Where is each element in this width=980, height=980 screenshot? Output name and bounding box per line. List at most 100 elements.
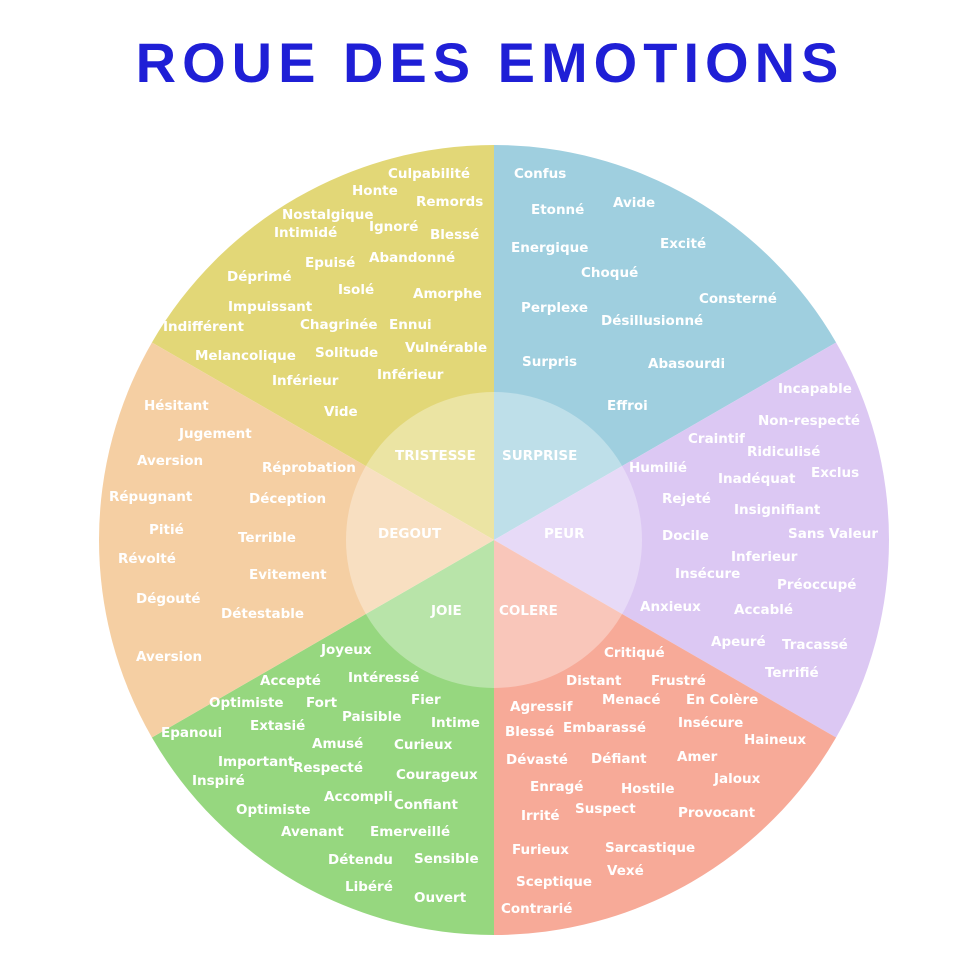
emotion-word-tristesse: Vide <box>324 404 358 420</box>
emotion-word-colere: Distant <box>566 673 622 689</box>
emotion-word-joie: Avenant <box>281 824 344 840</box>
emotion-word-surprise: Surpris <box>522 354 577 370</box>
emotion-word-surprise: Confus <box>514 166 566 182</box>
emotion-word-colere: Blessé <box>505 724 554 740</box>
sector-colere <box>494 540 837 935</box>
emotion-word-joie: Curieux <box>394 737 453 753</box>
emotion-word-tristesse: Inférieur <box>377 367 444 383</box>
emotion-word-tristesse: Déprimé <box>227 269 292 285</box>
emotion-word-colere: Jaloux <box>713 771 761 787</box>
emotion-word-tristesse: Indifférent <box>163 319 244 335</box>
emotion-word-joie: Important <box>218 754 295 770</box>
emotion-word-colere: Irrité <box>521 808 560 824</box>
emotion-word-tristesse: Melancolique <box>195 348 296 364</box>
emotion-word-joie: Intéressé <box>348 670 419 686</box>
emotion-word-surprise: Excité <box>660 236 706 252</box>
emotion-word-degout: Aversion <box>137 453 203 469</box>
emotion-word-tristesse: Chagrinée <box>300 317 378 333</box>
core-emotion-surprise: SURPRISE <box>502 448 577 464</box>
emotion-word-joie: Détendu <box>328 852 393 868</box>
emotion-word-surprise: Perplexe <box>521 300 588 316</box>
emotion-word-surprise: Etonné <box>531 202 584 218</box>
emotion-word-colere: Frustré <box>651 673 706 689</box>
page-title: ROUE DES EMOTIONS <box>135 31 845 94</box>
emotion-word-tristesse: Blessé <box>430 227 479 243</box>
emotion-word-colere: Haineux <box>744 732 806 748</box>
emotion-word-colere: Suspect <box>575 801 636 817</box>
emotion-word-tristesse: Epuisé <box>305 255 355 271</box>
emotion-word-tristesse: Ignoré <box>369 219 418 235</box>
emotion-word-colere: Critiqué <box>604 645 665 661</box>
emotion-word-joie: Optimiste <box>236 802 311 818</box>
emotion-word-degout: Dégouté <box>136 591 201 607</box>
sectors-layer <box>99 145 889 935</box>
emotion-word-surprise: Effroi <box>607 398 648 414</box>
emotion-word-degout: Hésitant <box>144 398 209 414</box>
emotion-word-joie: Optimiste <box>209 695 284 711</box>
core-emotion-colere: COLERE <box>499 603 558 619</box>
emotion-word-joie: Ouvert <box>414 890 467 906</box>
emotion-word-joie: Sensible <box>414 851 479 867</box>
emotion-word-peur: Rejeté <box>662 491 711 507</box>
emotion-word-surprise: Choqué <box>581 265 638 281</box>
emotion-word-colere: Agressif <box>510 699 573 715</box>
emotion-word-peur: Exclus <box>811 465 859 481</box>
emotion-word-peur: Tracassé <box>782 637 848 653</box>
emotion-word-colere: Contrarié <box>501 901 572 917</box>
emotion-word-colere: Défiant <box>591 751 647 767</box>
emotion-word-joie: Intime <box>431 715 480 731</box>
emotion-word-colere: Embarassé <box>563 720 646 736</box>
emotion-word-tristesse: Culpabilité <box>388 166 470 182</box>
sector-peur <box>494 342 889 738</box>
emotion-word-joie: Inspiré <box>192 773 245 789</box>
emotion-word-degout: Déception <box>249 491 326 507</box>
emotion-word-joie: Emerveillé <box>370 824 450 840</box>
emotion-word-peur: Ridiculisé <box>747 444 820 460</box>
emotion-word-peur: Inadéquat <box>718 471 796 487</box>
emotion-word-colere: Hostile <box>621 781 674 797</box>
emotion-word-degout: Pitié <box>149 522 184 538</box>
emotion-word-colere: Dévasté <box>506 752 568 768</box>
sector-tristesse <box>151 145 495 540</box>
emotion-word-joie: Confiant <box>394 797 459 813</box>
emotion-word-tristesse: Isolé <box>338 282 374 298</box>
emotion-word-peur: Préoccupé <box>777 577 856 593</box>
emotion-word-colere: Insécure <box>678 715 743 731</box>
emotion-word-colere: Amer <box>677 749 718 765</box>
emotion-word-surprise: Avide <box>613 195 655 211</box>
sector-degout <box>99 342 494 738</box>
sector-joie <box>151 540 495 935</box>
emotion-word-tristesse: Solitude <box>315 345 378 361</box>
emotion-word-tristesse: Abandonné <box>369 250 455 266</box>
emotion-word-joie: Accepté <box>260 673 321 689</box>
emotion-word-peur: Docile <box>662 528 709 544</box>
emotion-word-joie: Fier <box>411 692 441 708</box>
emotion-word-peur: Incapable <box>778 381 852 397</box>
emotion-word-colere: En Colère <box>686 692 758 708</box>
emotion-word-peur: Humilié <box>629 460 687 476</box>
emotion-word-colere: Furieux <box>512 842 569 858</box>
emotion-word-tristesse: Impuissant <box>228 299 313 315</box>
emotion-word-joie: Amusé <box>312 736 363 752</box>
emotion-word-peur: Sans Valeur <box>788 526 878 542</box>
emotion-word-surprise: Désillusionné <box>601 313 703 329</box>
emotion-word-colere: Enragé <box>530 779 583 795</box>
emotion-word-joie: Paisible <box>342 709 401 725</box>
emotion-word-degout: Terrible <box>238 530 296 546</box>
emotion-word-degout: Jugement <box>178 426 252 442</box>
core-emotion-joie: JOIE <box>430 603 462 619</box>
inner-core-circle <box>346 392 642 688</box>
emotion-word-tristesse: Nostalgique <box>282 207 374 223</box>
emotion-word-degout: Aversion <box>136 649 202 665</box>
emotion-word-tristesse: Inférieur <box>272 373 339 389</box>
emotion-word-joie: Joyeux <box>320 642 372 658</box>
emotion-word-surprise: Consterné <box>699 291 777 307</box>
emotion-word-joie: Respecté <box>293 760 363 776</box>
emotion-word-colere: Provocant <box>678 805 756 821</box>
core-emotion-degout: DEGOUT <box>378 526 442 542</box>
emotion-word-colere: Menacé <box>602 692 660 708</box>
emotion-word-joie: Courageux <box>396 767 478 783</box>
